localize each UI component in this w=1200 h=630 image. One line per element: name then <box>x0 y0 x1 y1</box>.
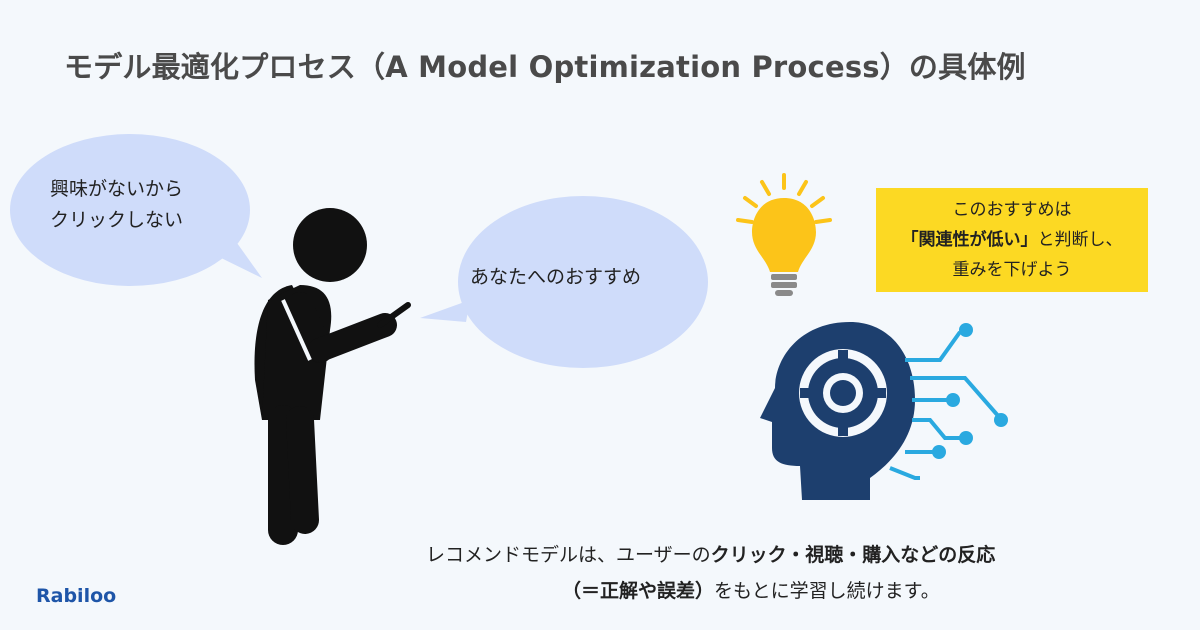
user-thought-line2: クリックしない <box>50 209 184 231</box>
note-line2-rest: と判断し、 <box>1037 230 1123 250</box>
ai-head-gear-icon <box>760 322 1008 500</box>
speech-bubble-right <box>420 196 708 368</box>
caption-line1: レコメンドモデルは、ユーザーのクリック・視聴・購入などの反応 <box>426 537 995 573</box>
person-using-phone-icon <box>254 208 411 545</box>
lightbulb-icon <box>736 173 832 296</box>
user-thought-text: 興味がないから クリックしない <box>50 174 183 236</box>
speech-bubble-left <box>10 134 262 286</box>
caption-line2-bold: （＝正解や誤差） <box>562 580 715 602</box>
note-line2: 「関連性が低い」と判断し、 <box>876 225 1148 255</box>
page-title: モデル最適化プロセス（A Model Optimization Process）… <box>64 50 1026 84</box>
caption-line1-plain: レコメンドモデルは、ユーザーの <box>426 544 711 566</box>
note-line1: このおすすめは <box>952 200 1072 220</box>
note-line3: 重みを下げよう <box>952 260 1072 280</box>
note-line2-bold: 「関連性が低い」 <box>901 230 1038 250</box>
user-thought-line1: 興味がないから <box>50 178 184 200</box>
caption-line1-bold: クリック・視聴・購入などの反応 <box>710 544 996 566</box>
caption-line2: （＝正解や誤差）をもとに学習し続けます。 <box>562 573 940 609</box>
brand-logo: Rabiloo <box>36 585 117 607</box>
caption-line2-plain: をもとに学習し続けます。 <box>714 580 940 602</box>
ai-decision-note: このおすすめは 「関連性が低い」と判断し、 重みを下げよう <box>876 188 1148 292</box>
recommendation-text: あなたへのおすすめ <box>470 266 642 288</box>
